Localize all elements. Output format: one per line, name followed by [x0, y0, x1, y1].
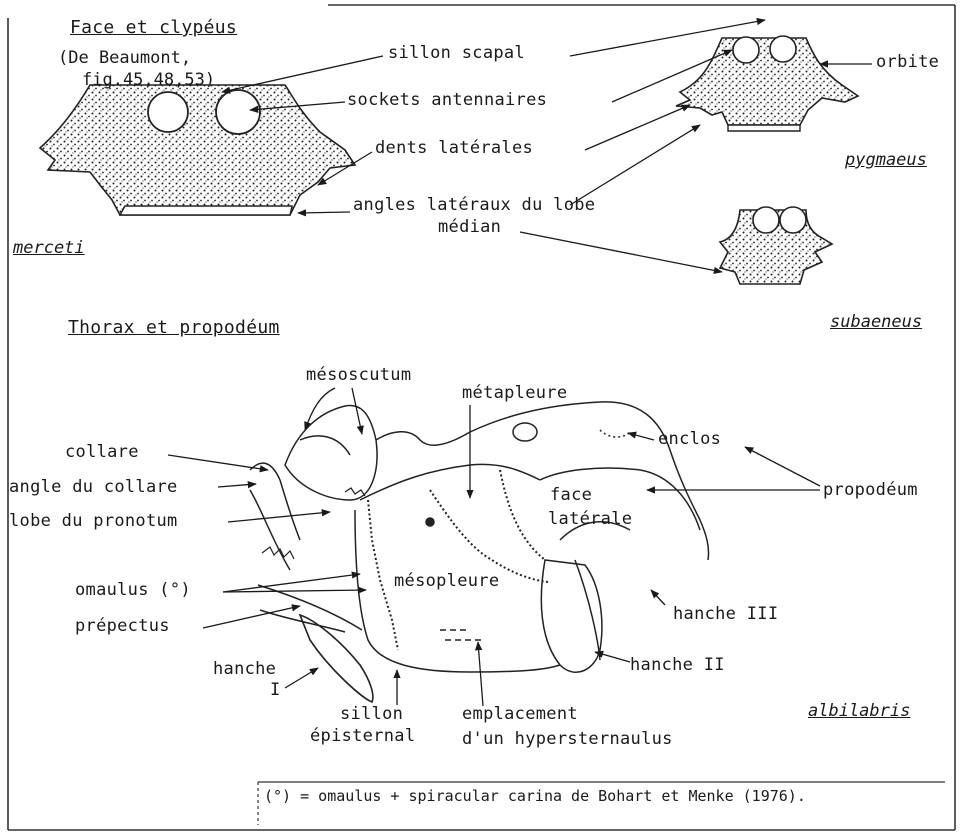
label-dents-laterales: dents latérales [375, 139, 533, 159]
thorax-heading: Thorax et propodéum [68, 318, 280, 339]
label-orbite: orbite [876, 53, 939, 73]
footnote: (°) = omaulus + spiracular carina de Boh… [264, 787, 806, 805]
label-angles-lateraux: angles latéraux du lobe [353, 196, 595, 216]
label-sillon-scapal: sillon scapal [388, 44, 525, 64]
reference-line-1: (De Beaumont, [58, 48, 191, 68]
label-prepectus: prépectus [75, 617, 170, 637]
label-sillon: sillon [340, 705, 403, 725]
label-sockets-antennaires: sockets antennaires [347, 91, 547, 111]
label-laterale: latérale [548, 510, 632, 530]
reference-line-2: fig.45,48,53) [82, 70, 215, 90]
label-episternal: épisternal [310, 727, 415, 747]
label-omaulus: omaulus (°) [75, 581, 191, 601]
label-angle-du-collare: angle du collare [9, 478, 178, 498]
label-metapleure: métapleure [462, 384, 567, 404]
label-mesoscutum: mésoscutum [306, 366, 411, 386]
label-mesopleure: mésopleure [394, 572, 499, 592]
label-propodeum: propodéum [823, 481, 918, 501]
label-face: face [550, 486, 592, 506]
species-subaeneus: subaeneus [830, 312, 922, 332]
label-collare: collare [65, 443, 139, 463]
label-hanche-i: hanche [213, 660, 276, 680]
pygmaeus-face-drawing [676, 36, 858, 131]
label-lobe-du-pronotum: lobe du pronotum [9, 512, 178, 532]
label-emplacement: emplacement [462, 705, 578, 725]
species-pygmaeus: pygmaeus [845, 150, 927, 170]
label-enclos: enclos [658, 430, 721, 450]
species-merceti: merceti [13, 238, 85, 258]
species-albilabris: albilabris [808, 701, 910, 721]
label-hanche-ii: hanche II [630, 656, 725, 676]
face-heading: Face et clypéus [70, 18, 237, 39]
label-hypersternaulus: d'un hypersternaulus [462, 730, 673, 750]
label-hanche-iii: hanche III [673, 605, 778, 625]
label-median: médian [438, 218, 501, 238]
subaeneus-face-drawing [720, 207, 832, 284]
label-hanche-i-numeral: I [270, 681, 281, 701]
